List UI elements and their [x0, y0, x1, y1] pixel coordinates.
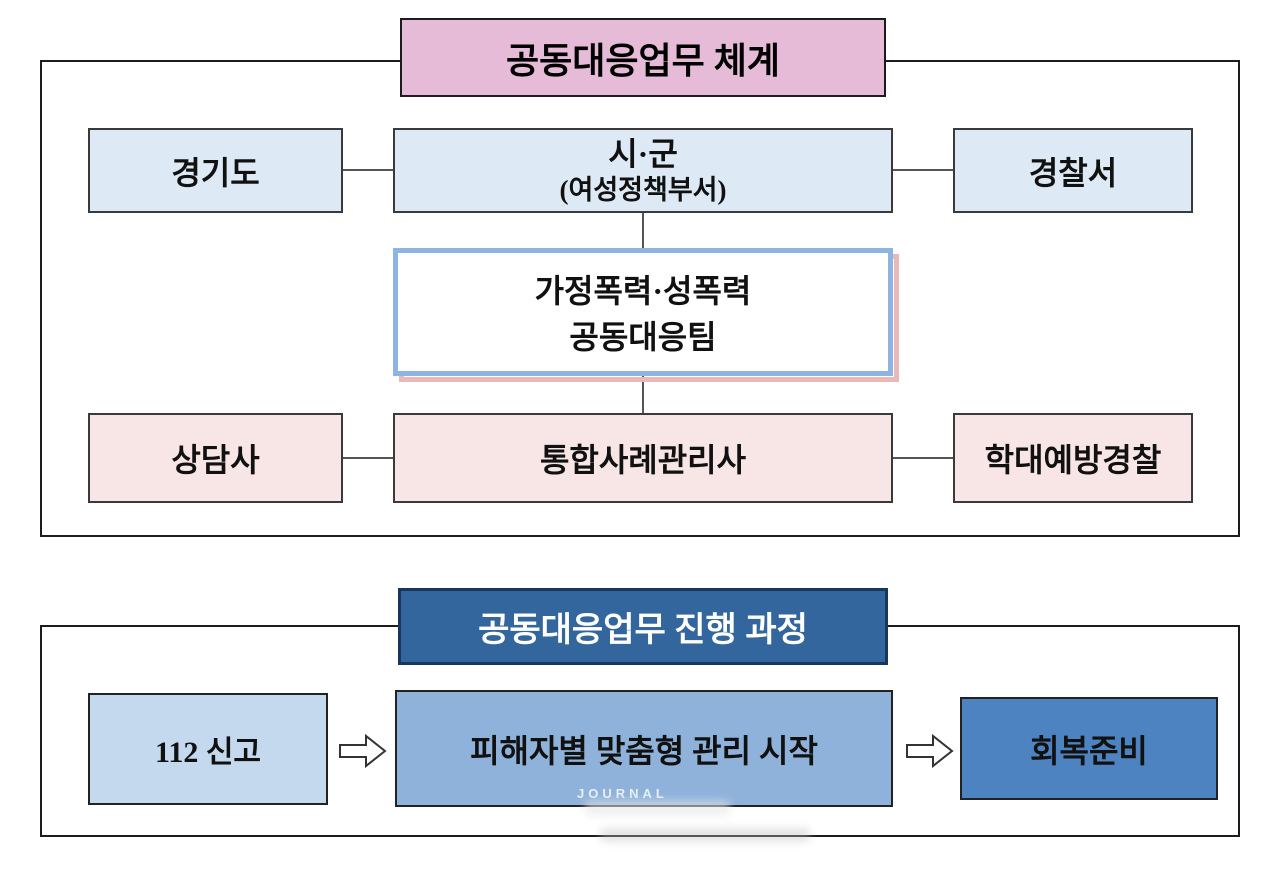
node-gyeonggido: 경기도	[88, 128, 343, 213]
node-counselor: 상담사	[88, 413, 343, 503]
node-sigun-label: 시·군	[608, 135, 678, 172]
node-case-manager: 통합사례관리사	[393, 413, 893, 503]
node-case-manager-label: 통합사례관리사	[539, 442, 747, 478]
step-112-report-label: 112 신고	[154, 736, 262, 769]
connector-sigun-police	[893, 169, 953, 171]
journal-watermark-text: JOURNAL	[577, 786, 668, 801]
node-abuse-prevention-police: 학대예방경찰	[953, 413, 1193, 503]
connector-counselor-casemanager	[343, 457, 393, 459]
flow-arrow-icon-1	[336, 732, 388, 770]
team-box-blue-border: 가정폭력·성폭력 공동대응팀	[393, 248, 893, 376]
step-recovery-preparation: 회복준비	[960, 697, 1218, 800]
watermark-smudge-upper	[585, 800, 730, 816]
system-diagram-title-text: 공동대응업무 체계	[506, 40, 780, 81]
node-sigun: 시·군 (여성정책부서)	[393, 128, 893, 213]
process-diagram-title: 공동대응업무 진행 과정	[398, 588, 888, 665]
system-diagram-title: 공동대응업무 체계	[400, 18, 886, 97]
step-recovery-preparation-label: 회복준비	[1030, 732, 1148, 769]
step-customized-management-label: 피해자별 맞춤형 관리 시작	[470, 732, 818, 769]
watermark-smudge-lower	[600, 828, 810, 842]
step-112-report: 112 신고	[88, 693, 328, 805]
node-sigun-sublabel: (여성정책부서)	[559, 174, 727, 205]
step-customized-management: 피해자별 맞춤형 관리 시작	[395, 690, 893, 807]
team-label-line1: 가정폭력·성폭력	[534, 273, 752, 309]
node-gyeonggido-label: 경기도	[171, 154, 260, 191]
node-police-station: 경찰서	[953, 128, 1193, 213]
node-counselor-label: 상담사	[171, 442, 260, 478]
connector-sigun-team	[642, 212, 644, 250]
node-police-station-label: 경찰서	[1028, 154, 1118, 191]
node-joint-response-team: 가정폭력·성폭력 공동대응팀	[393, 248, 899, 382]
team-label-line2: 공동대응팀	[569, 319, 717, 355]
node-abuse-prevention-police-label: 학대예방경찰	[984, 442, 1162, 478]
connector-team-casemanager	[642, 376, 644, 415]
connector-casemanager-appo	[893, 457, 953, 459]
connector-gyeonggido-sigun	[343, 169, 393, 171]
process-diagram-title-text: 공동대응업무 진행 과정	[478, 612, 808, 649]
flow-arrow-icon-2	[903, 732, 955, 770]
